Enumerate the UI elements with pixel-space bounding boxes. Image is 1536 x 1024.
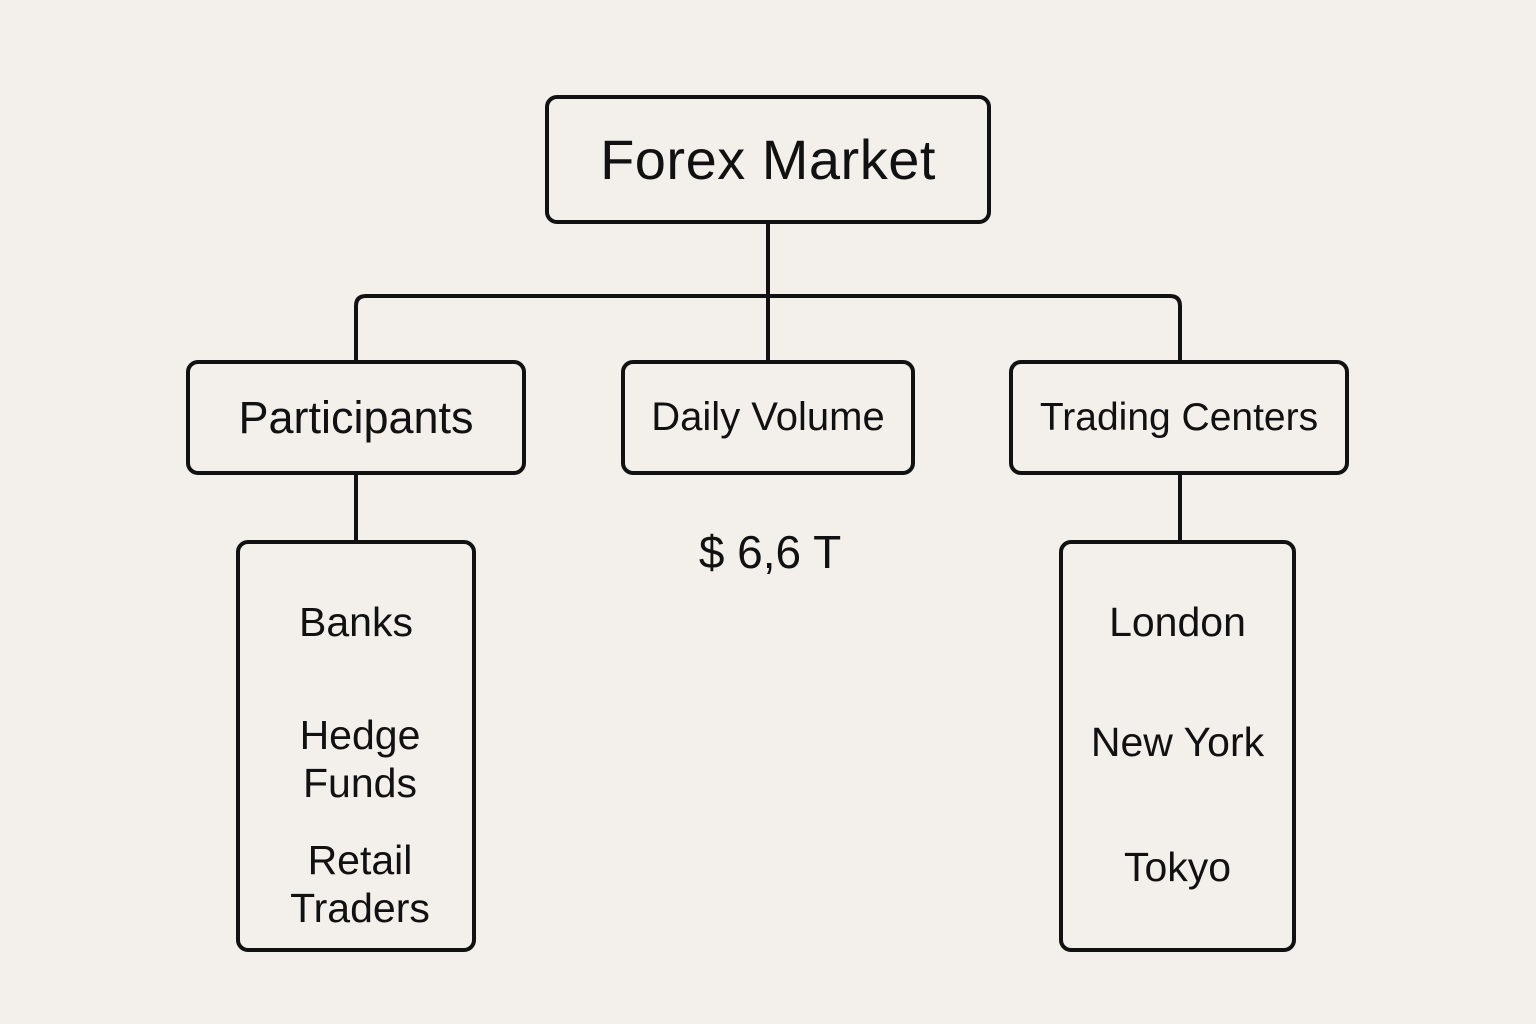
trading-center-item-tokyo: Tokyo <box>1123 844 1232 890</box>
trading-center-item-london: London <box>1109 599 1246 645</box>
daily-volume-value: $ 6,6 T <box>698 526 842 578</box>
participants-label: Participants <box>238 391 474 443</box>
trading-center-item-new-york: New York <box>1090 719 1265 765</box>
forex-market-label: Forex Market <box>600 128 936 191</box>
participant-item-retail-traders: Retail Traders <box>290 837 430 931</box>
forex-market-node: Forex Market <box>545 95 991 224</box>
participant-item-banks: Banks <box>299 599 413 645</box>
trading-centers-list-box: London New York Tokyo <box>1059 540 1296 952</box>
participants-node: Participants <box>186 360 526 475</box>
daily-volume-node: Daily Volume <box>621 360 915 475</box>
participant-item-hedge-funds: Hedge Funds <box>299 712 421 806</box>
trading-centers-node: Trading Centers <box>1009 360 1349 475</box>
daily-volume-label: Daily Volume <box>651 395 885 439</box>
participants-list-box: Banks Hedge Funds Retail Traders <box>236 540 476 952</box>
trading-centers-label: Trading Centers <box>1039 395 1319 439</box>
